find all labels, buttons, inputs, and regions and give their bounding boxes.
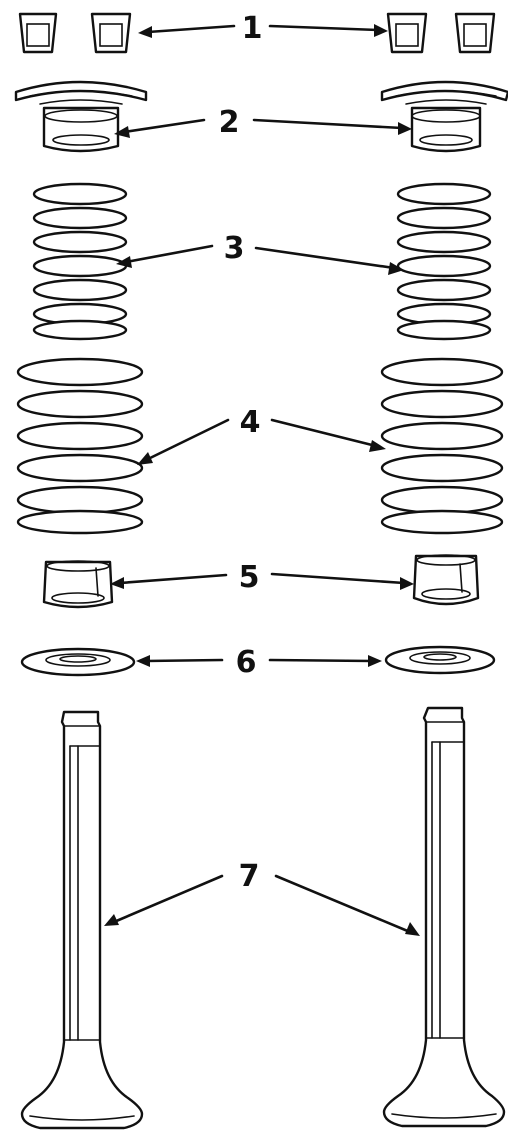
valve-seal-left-icon	[42, 560, 114, 609]
inner-spring-right-icon	[396, 182, 492, 341]
rotator-right-icon	[380, 80, 508, 153]
keeper-left-inner-icon	[90, 12, 132, 54]
valve-seal-right-icon	[412, 554, 480, 606]
leader-5	[110, 572, 414, 590]
leader-1	[138, 24, 388, 38]
leader-2	[114, 118, 412, 138]
callout-4: 4	[240, 405, 261, 440]
keeper-right-outer-icon	[454, 12, 496, 54]
callout-3: 3	[224, 231, 245, 266]
washer-right-icon	[384, 645, 496, 675]
inner-spring-left-icon	[32, 182, 128, 341]
rotator-left-icon	[14, 80, 148, 153]
outer-spring-left-icon	[16, 357, 144, 535]
leader-3	[116, 244, 404, 275]
washer-left-icon	[20, 647, 136, 677]
outer-spring-right-icon	[380, 357, 504, 535]
valve-right-icon	[382, 706, 506, 1128]
leader-7	[104, 874, 420, 936]
callout-2: 2	[219, 105, 240, 140]
valve-left-icon	[20, 710, 144, 1130]
leader-6	[136, 655, 382, 667]
keeper-right-inner-icon	[386, 12, 428, 54]
keeper-left-outer-icon	[18, 12, 58, 54]
callout-6: 6	[236, 645, 257, 680]
leader-4	[137, 418, 386, 465]
callout-1: 1	[242, 11, 263, 46]
callout-7: 7	[239, 859, 260, 894]
callout-5: 5	[239, 560, 260, 595]
